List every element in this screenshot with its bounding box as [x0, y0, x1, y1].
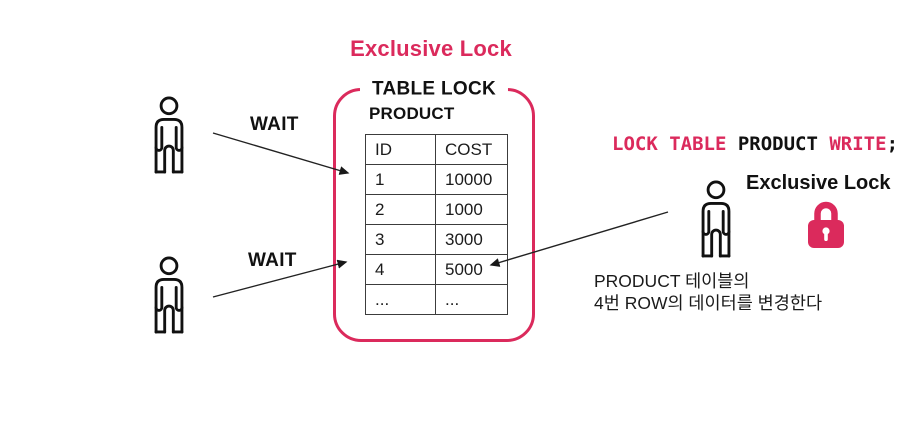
cell-id: 2 [365, 194, 436, 225]
exclusive-lock-label: Exclusive Lock [746, 172, 891, 194]
sql-semicolon: ; [886, 133, 899, 155]
caption: PRODUCT 테이블의 4번 ROW의 데이터를 변경한다 [594, 271, 822, 314]
caption-line-1: PRODUCT 테이블의 [594, 271, 750, 291]
product-table: ID COST 1 10000 2 1000 3 3000 4 [365, 134, 508, 315]
person-icon [154, 256, 184, 334]
sql-statement: LOCK TABLE PRODUCT WRITE; [612, 133, 898, 155]
cell-cost: ... [435, 284, 508, 315]
table-name-label: PRODUCT [369, 104, 455, 123]
table-row: ... ... [365, 284, 508, 315]
wait-label-1: WAIT [250, 114, 299, 135]
locking-client [693, 170, 739, 270]
cell-cost: 5000 [435, 254, 508, 285]
cell-id: 4 [365, 254, 436, 285]
person-icon [154, 96, 184, 174]
sql-table-name: PRODUCT [737, 133, 830, 155]
caption-line-2: 4번 ROW의 데이터를 변경한다 [594, 292, 823, 313]
table-header-row: ID COST [365, 134, 508, 165]
person-icon [701, 180, 731, 258]
cell-id: 3 [365, 224, 436, 255]
sql-keyword-lock-table: LOCK TABLE [612, 133, 738, 155]
table-row: 1 10000 [365, 164, 508, 195]
cell-id: ... [365, 284, 436, 315]
wait-arrow-1 [212, 132, 350, 175]
page-title: Exclusive Lock [350, 36, 512, 61]
cell-cost: 1000 [435, 194, 508, 225]
waiting-client-1 [146, 86, 192, 186]
table-lock-label: TABLE LOCK [359, 78, 509, 101]
table-row: 2 1000 [365, 194, 508, 225]
cell-id: 1 [365, 164, 436, 195]
table-row: 4 5000 [365, 254, 508, 285]
lock-icon [804, 198, 848, 252]
column-header-id: ID [365, 134, 436, 165]
table-lock-box: TABLE LOCK PRODUCT ID COST 1 10000 2 100… [333, 78, 535, 342]
cell-cost: 3000 [435, 224, 508, 255]
waiting-client-2 [146, 246, 192, 346]
table-row: 3 3000 [365, 224, 508, 255]
cell-cost: 10000 [435, 164, 508, 195]
sql-keyword-write: WRITE [829, 133, 887, 155]
column-header-cost: COST [435, 134, 508, 165]
wait-label-2: WAIT [248, 250, 297, 271]
